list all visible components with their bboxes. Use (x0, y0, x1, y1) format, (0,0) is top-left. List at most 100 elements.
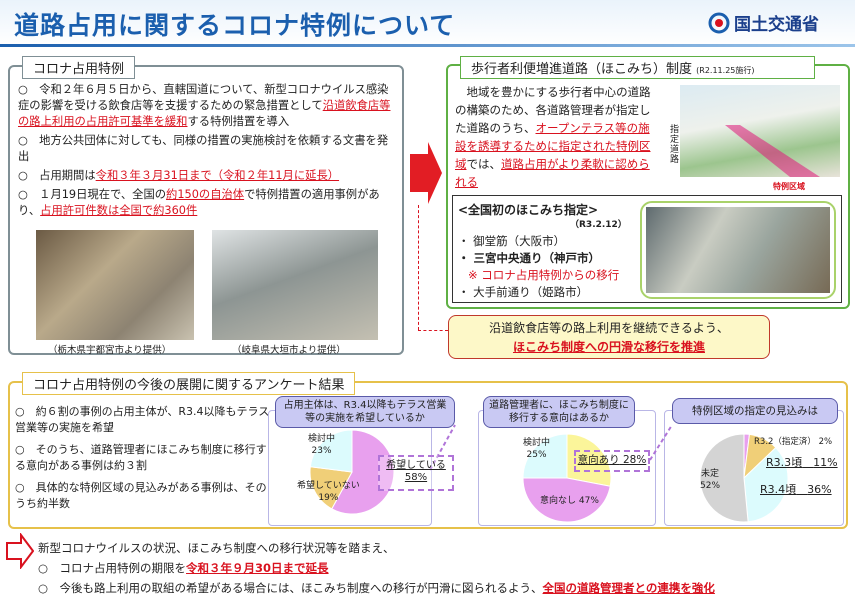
list-item: ・ 三宮中央通り（神戸市） (458, 251, 601, 265)
text: で特例措置の適用事例があり、 (18, 188, 380, 217)
text: 地域を豊かにする歩行者中心の道路の構築のため、各道路管理者が指定した道路のうち、 (455, 85, 651, 135)
hokomichi-title: 歩行者利便増進道路（ほこみち）制度 (R2.11.25施行) (460, 56, 815, 79)
corona-section (8, 65, 404, 355)
first-designation-box (452, 195, 842, 303)
corona-bullets: ○ 令和２年６月５日から、直轄国道について、新型コロナウイルス感染症の影響を受け… (18, 82, 398, 219)
sannomiya-photo (646, 207, 830, 293)
conclusion-lead: 新型コロナウイルスの状況、ほこみち制度への移行状況等を踏まえ、 (38, 541, 395, 555)
migration-note: ※ コロナ占用特例からの移行 (468, 268, 620, 282)
hokomichi-description: 地域を豊かにする歩行者中心の道路の構築のため、各道路管理者が指定した道路のうち、… (455, 83, 655, 191)
header-bar (0, 0, 855, 46)
page-title: 道路占用に関するコロナ特例について (14, 11, 456, 40)
label: 希望している (386, 460, 446, 471)
pie-slice (309, 429, 353, 473)
chart-title-3: 特例区域の指定の見込みは (672, 398, 838, 424)
pie-slice (331, 429, 395, 515)
text: では、 (466, 157, 502, 171)
survey-point: ○ 約６割の事例の占用主体が、R3.4以降もテラス営業等の実施を希望 (15, 405, 270, 434)
label: 意向あり (577, 454, 620, 466)
label: R3.2（指定済） (754, 437, 816, 447)
text: ○ 占用期間は (18, 169, 96, 182)
pie-slice (699, 433, 749, 523)
pie-label: R3.3頃 11% (766, 457, 838, 469)
value: 52% (700, 481, 721, 491)
pie-slice (522, 477, 611, 523)
callout-line-2: ほこみち制度への円滑な移行を推進 (512, 340, 705, 354)
pie-slice (522, 433, 568, 479)
dashed-connector (418, 330, 448, 331)
pie-label-highlight: 意向あり 28% (574, 450, 650, 472)
label: R3.3頃 (766, 456, 803, 469)
text: ○ 令和２年６月５日から、直轄国道について、新型コロナウイルス感染症の影響を受け… (18, 83, 389, 112)
survey-title: コロナ占用特例の今後の展開に関するアンケート結果 (22, 372, 356, 395)
label: R3.4頃 (760, 483, 797, 496)
photo-caption: （岐阜県大垣市より提供） (232, 345, 346, 356)
text: ○ １月19日現在で、全国の (18, 188, 167, 201)
highlight: 占用許可件数は全国で約360件 (40, 204, 198, 217)
highlight: オープンテラス等の施設を誘導するために指定された特例区域 (455, 121, 651, 171)
highlight: 約150の自治体 (166, 188, 245, 201)
label: 検討中 (308, 434, 336, 444)
photo-ogaki (212, 230, 378, 340)
hokomichi-illustration (680, 85, 840, 177)
photo-utsunomiya (36, 230, 194, 340)
pie-label: 検討中 23% (308, 433, 335, 457)
special-zone-label: 特例区域 (773, 182, 805, 191)
survey-point: ○ そのうち、道路管理者にほこみち制度に移行する意向がある事例は約３割 (15, 443, 267, 472)
value: 47% (578, 496, 599, 506)
enforced-date: (R2.11.25施行) (696, 66, 755, 75)
callout-box: 沿道飲食店等の路上利用を継続できるよう、 ほこみち制度への円滑な移行を推進 (448, 315, 770, 359)
value: 28% (623, 454, 647, 466)
bullet-2: ○ 地方公共団体に対しても、同様の措置の実施検討を依頼する文書を発出 (18, 134, 389, 163)
corona-section-title: コロナ占用特例 (22, 56, 136, 79)
bullet-1: ○ 令和２年６月５日から、直轄国道について、新型コロナウイルス感染症の影響を受け… (18, 82, 398, 130)
highlight: 令和３年３月31日まで（令和２年11月に延長） (95, 169, 340, 182)
first-designation-title: <全国初のほこみち指定> (458, 203, 599, 217)
highlight: 令和３年９月30日まで延長 (186, 561, 329, 575)
value: 19% (318, 493, 339, 503)
highlight: 沿道飲食店等の路上利用の占用許可基準を緩和 (18, 99, 391, 128)
pie-slice (743, 446, 789, 523)
list-item: ・ 大手前通り（姫路市） (458, 285, 589, 299)
callout-line-1: 沿道飲食店等の路上利用を継続できるよう、 (489, 321, 729, 335)
dashed-connector (649, 424, 673, 461)
photo-caption: （栃木県宇都宮市より提供） (48, 345, 172, 356)
designated-road-label: 指定道路 (670, 125, 680, 165)
right-arrow-icon (410, 142, 442, 204)
label: 検討中 (523, 438, 551, 448)
highlight: 全国の道路管理者との連携を強化 (542, 581, 715, 595)
pie-label: R3.4頃 36% (760, 484, 832, 496)
survey-points: ○ 約６割の事例の占用主体が、R3.4以降もテラス営業等の実施を希望 ○ そのう… (15, 404, 277, 512)
value: 11% (813, 456, 838, 469)
text: する特例措置を導入 (187, 115, 290, 128)
chart-title-2: 道路管理者に、ほこみち制度に移行する意向はあるか (483, 396, 635, 428)
dashed-connector (418, 205, 419, 330)
value: 23% (311, 446, 332, 456)
survey-section (8, 381, 848, 529)
value: 2% (818, 437, 833, 447)
conclusion-item-2: ○ 今後も路上利用の取組の希望がある場合には、ほこみち制度への移行が円滑に図られ… (38, 578, 715, 598)
logo: 国土交通省 (708, 10, 819, 35)
text: ○ 今後も路上利用の取組の希望がある場合には、ほこみち制度への移行が円滑に図られ… (38, 581, 543, 595)
list-item: ・ 御堂筋（大阪市） (458, 234, 566, 248)
bullet-4: ○ １月19日現在で、全国の約150の自治体で特例措置の適用事例があり、占用許可… (18, 187, 398, 219)
conclusion-item-1: ○ コロナ占用特例の期限を令和３年９月30日まで延長 (38, 558, 715, 578)
highlight: 道路占用がより柔軟に認められる (455, 157, 650, 189)
logo-text: 国土交通省 (734, 15, 819, 35)
dashed-connector (429, 424, 456, 471)
value: 36% (807, 483, 832, 496)
sannomiya-photo-bubble (640, 201, 836, 299)
pie-label: 意向なし 47% (540, 495, 599, 507)
text: ○ コロナ占用特例の期限を (38, 561, 187, 575)
bullet-3: ○ 占用期間は令和３年３月31日まで（令和２年11月に延長） (18, 168, 398, 184)
label: 意向なし (540, 496, 577, 506)
chart-title-1: 占用主体は、R3.4以降もテラス営業等の実施を希望しているか (275, 396, 455, 428)
pie-slice (309, 466, 353, 510)
mlit-logo-icon (708, 12, 730, 33)
pie-label: 未定 52% (700, 468, 720, 492)
label: 未定 (701, 469, 720, 479)
designation-list: ・ 御堂筋（大阪市） ・ 三宮中央通り（神戸市） ※ コロナ占用特例からの移行 … (458, 233, 619, 301)
